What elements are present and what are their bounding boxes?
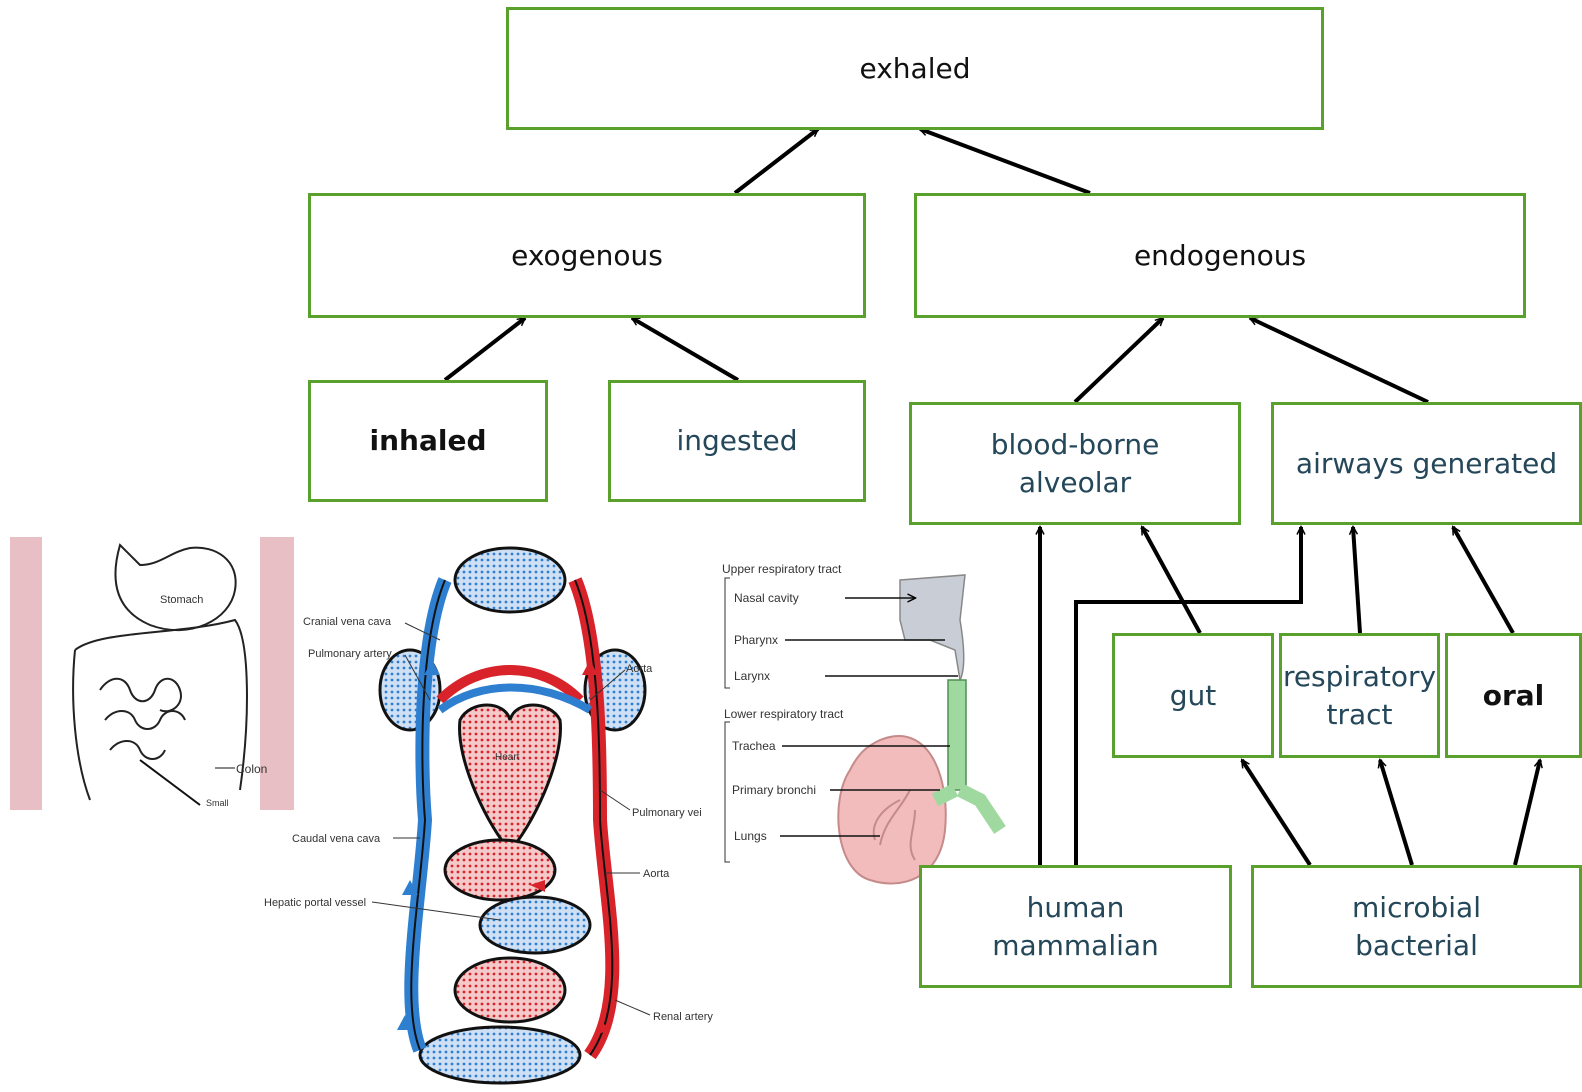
- label-lower-respiratory-tract: Lower respiratory tract: [724, 707, 844, 721]
- respiratory-system-illustration: Upper respiratory tract Nasal cavity Pha…: [722, 562, 1000, 883]
- digestive-system-illustration: Stomach Colon Small: [10, 537, 294, 810]
- node-gut: gut: [1112, 633, 1274, 758]
- label-pulmonary-vein: Pulmonary vei: [632, 807, 702, 819]
- arrow-gut-to-blood-borne: [1142, 527, 1200, 633]
- node-exhaled: exhaled: [506, 7, 1324, 130]
- arrow-microbial-to-oral: [1515, 760, 1540, 865]
- label-aorta-mid: Aorta: [643, 868, 670, 880]
- label-hepatic-portal-vessel: Hepatic portal vessel: [264, 897, 366, 909]
- arrow-exogenous-to-exhaled: [735, 129, 818, 193]
- label-pulmonary-artery: Pulmonary artery: [308, 648, 392, 660]
- label-primary-bronchi: Primary bronchi: [732, 783, 816, 797]
- label-larynx: Larynx: [734, 669, 770, 683]
- node-oral: oral: [1445, 633, 1582, 758]
- arrow-microbial-to-respiratory: [1380, 760, 1412, 865]
- label-colon: Colon: [236, 762, 267, 776]
- node-human-mammalian: human mammalian: [919, 865, 1232, 988]
- arrow-oral-to-airways: [1453, 527, 1513, 633]
- node-ingested: ingested: [608, 380, 866, 502]
- arrow-microbial-to-gut: [1242, 760, 1310, 865]
- label-nasal-cavity: Nasal cavity: [734, 591, 799, 605]
- label-upper-respiratory-tract: Upper respiratory tract: [722, 562, 842, 576]
- label-small: Small: [206, 798, 229, 808]
- label-heart: Heart: [495, 752, 520, 763]
- node-airways-generated: airways generated: [1271, 402, 1582, 525]
- arrow-airways-to-endogenous: [1250, 318, 1428, 402]
- label-aorta-top: Aorta: [626, 663, 653, 675]
- label-lungs: Lungs: [734, 829, 767, 843]
- label-caudal-vena-cava: Caudal vena cava: [292, 833, 381, 845]
- arrow-endogenous-to-exhaled: [920, 129, 1090, 193]
- arrow-ingested-to-exogenous: [632, 318, 738, 380]
- label-trachea: Trachea: [732, 739, 776, 753]
- label-cranial-vena-cava: Cranial vena cava: [303, 616, 392, 628]
- node-microbial-bacterial: microbial bacterial: [1251, 865, 1582, 988]
- circulatory-system-illustration: Cranial vena cava Pulmonary artery Aorta…: [264, 548, 713, 1083]
- node-blood-borne-alveolar: blood-borne alveolar: [909, 402, 1241, 525]
- label-stomach: Stomach: [160, 594, 203, 606]
- label-pharynx: Pharynx: [734, 633, 778, 647]
- node-respiratory-tract: respiratory tract: [1279, 633, 1440, 758]
- arrow-respiratory-to-airways: [1353, 527, 1360, 633]
- node-exogenous: exogenous: [308, 193, 866, 318]
- arrow-inhaled-to-exogenous: [445, 318, 525, 380]
- node-endogenous: endogenous: [914, 193, 1526, 318]
- node-inhaled: inhaled: [308, 380, 548, 502]
- label-renal-artery: Renal artery: [653, 1011, 713, 1023]
- arrow-blood-borne-to-endogenous: [1075, 318, 1163, 402]
